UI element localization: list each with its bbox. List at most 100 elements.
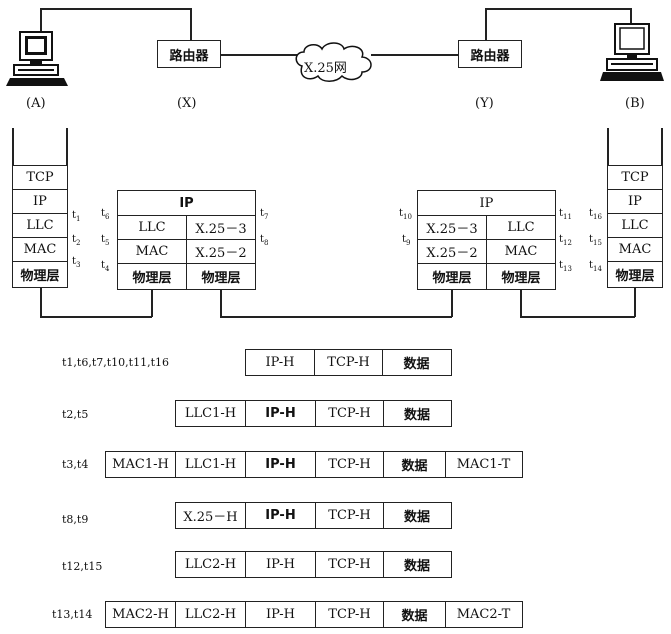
router-y-phy-left: 物理层	[417, 263, 487, 290]
frame-row-5: LLC2-H IP-H TCP-H 数据	[175, 551, 452, 578]
router-y-phy-right: 物理层	[486, 263, 556, 290]
time-label-t4: t4	[101, 260, 110, 273]
time-label-t12: t12	[559, 234, 572, 247]
frame-cell: MAC1-H	[106, 452, 176, 477]
node-label-a: (A)	[26, 96, 46, 111]
router-x-phy-left: 物理层	[117, 263, 187, 290]
stack-a-rail-left	[12, 128, 14, 166]
frame-cell: IP-H	[246, 602, 316, 627]
node-label-x: (X)	[177, 96, 197, 111]
stack-a-rail-right	[66, 128, 68, 166]
frame-cell: MAC2-T	[456, 607, 511, 622]
frame-cell: TCP-H	[316, 401, 384, 426]
stack-b-phy: 物理层	[607, 261, 663, 288]
time-label-t15: t15	[589, 234, 602, 247]
frame-cell: IP-H	[246, 350, 315, 375]
router-x-llc: LLC	[117, 215, 187, 240]
frame-row-6: MAC2-H LLC2-H IP-H TCP-H 数据 MAC2-T	[105, 601, 523, 628]
stack-b-rail-right	[661, 128, 663, 166]
stack-b-ip: IP	[607, 189, 663, 214]
stack-a-llc: LLC	[12, 213, 68, 238]
frame-cell: X.25－H	[176, 503, 246, 528]
stack-b-llc: LLC	[607, 213, 663, 238]
time-label-t6: t6	[101, 208, 110, 221]
frame-cell: TCP-H	[315, 350, 383, 375]
router-y-x25-2: X.25－2	[417, 239, 487, 264]
phy-link-b-up	[634, 288, 636, 317]
time-label-t9: t9	[402, 234, 411, 247]
frame-cell: 数据	[403, 510, 430, 525]
lan-drop-x	[190, 8, 192, 40]
router-x-mac: MAC	[117, 239, 187, 264]
frame-cell: LLC1-H	[176, 452, 246, 477]
router-y-llc: LLC	[486, 215, 556, 240]
phy-link-a-down	[40, 288, 42, 317]
frame-row-label: t2,t5	[62, 408, 89, 421]
frame-row-label: t1,t6,t7,t10,t11,t16	[62, 356, 169, 369]
stack-b-mac: MAC	[607, 237, 663, 262]
frame-cell: IP-H	[246, 552, 316, 577]
frame-cell: 数据	[384, 602, 446, 627]
frame-cell: IP-H	[246, 452, 316, 477]
time-label-t13: t13	[559, 260, 572, 273]
phy-link-x-y	[220, 316, 452, 318]
time-label-t2: t2	[72, 234, 81, 247]
frame-cell: LLC2-H	[176, 602, 246, 627]
router-x: 路由器	[157, 40, 221, 68]
frame-row-label: t12,t15	[62, 560, 103, 573]
stack-a-tcp: TCP	[12, 165, 68, 190]
frame-row-1: IP-H TCP-H 数据	[245, 349, 452, 376]
node-label-b: (B)	[625, 96, 645, 111]
phy-link-x-up	[151, 290, 153, 317]
stack-a-ip: IP	[12, 189, 68, 214]
frame-cell: TCP-H	[316, 452, 384, 477]
phy-link-y-left-up	[451, 290, 453, 317]
phy-link-a-x	[40, 316, 152, 318]
frame-cell: 数据	[403, 559, 430, 574]
lan-bus-left	[40, 8, 191, 10]
lan-drop-y	[485, 8, 487, 40]
time-label-t16: t16	[589, 208, 602, 221]
frame-row-label: t8,t9	[62, 513, 89, 526]
lan-drop-b	[630, 8, 632, 32]
time-label-t11: t11	[559, 208, 572, 221]
time-label-t7: t7	[260, 208, 269, 221]
frame-cell: 数据	[403, 357, 430, 372]
frame-row-2: LLC1-H IP-H TCP-H 数据	[175, 400, 452, 427]
time-label-t8: t8	[260, 234, 269, 247]
time-label-t3: t3	[72, 256, 81, 269]
frame-cell: IP-H	[246, 503, 316, 528]
router-x-ip: IP	[117, 190, 256, 216]
frame-row-label: t13,t14	[52, 608, 93, 621]
frame-cell: TCP-H	[316, 503, 384, 528]
stack-b-tcp: TCP	[607, 165, 663, 190]
stack-b-rail-left	[607, 128, 609, 166]
frame-row-4: X.25－H IP-H TCP-H 数据	[175, 502, 452, 529]
frame-cell: MAC1-T	[456, 457, 511, 472]
time-label-t14: t14	[589, 260, 602, 273]
time-label-t5: t5	[101, 234, 110, 247]
frame-cell: 数据	[384, 452, 446, 477]
router-x-phy-right: 物理层	[186, 263, 256, 290]
router-y: 路由器	[458, 40, 522, 68]
lan-drop-a	[40, 8, 42, 36]
node-label-y: (Y)	[475, 96, 494, 111]
lan-bus-right	[485, 8, 631, 10]
frame-row-3: MAC1-H LLC1-H IP-H TCP-H 数据 MAC1-T	[105, 451, 523, 478]
frame-cell: MAC2-H	[106, 602, 176, 627]
phy-link-x-right-down	[220, 290, 222, 317]
router-x-x25-3: X.25－3	[186, 215, 256, 240]
phy-link-y-b	[520, 316, 635, 318]
link-x-cloud	[221, 54, 299, 56]
frame-cell: TCP-H	[316, 602, 384, 627]
time-label-t1: t1	[72, 210, 81, 223]
frame-cell: LLC2-H	[176, 552, 246, 577]
stack-a-mac: MAC	[12, 237, 68, 262]
time-label-t10: t10	[399, 208, 412, 221]
frame-row-label: t3,t4	[62, 458, 89, 471]
phy-link-y-right-down	[520, 290, 522, 317]
frame-cell: 数据	[403, 408, 430, 423]
router-y-mac: MAC	[486, 239, 556, 264]
computer-a-icon	[6, 31, 68, 86]
frame-cell: LLC1-H	[176, 401, 246, 426]
